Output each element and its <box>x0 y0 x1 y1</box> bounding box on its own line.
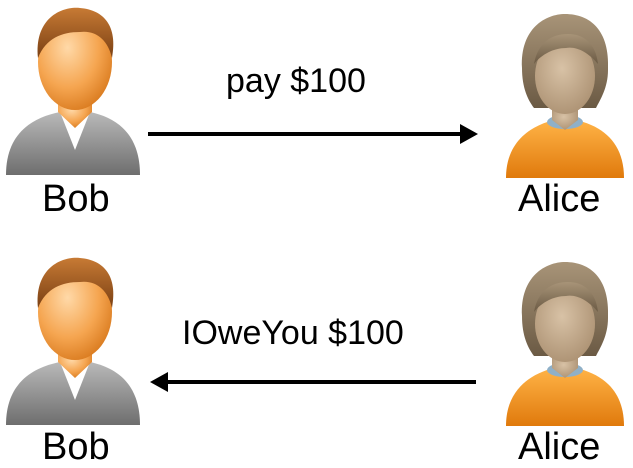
alice-avatar-top <box>492 8 633 180</box>
bob-label-top: Bob <box>42 178 110 220</box>
female-user-icon <box>506 14 624 178</box>
arrow-left <box>150 372 476 392</box>
male-user-icon <box>6 257 140 425</box>
message-label-top: pay $100 <box>226 62 366 100</box>
female-user-icon <box>506 262 624 426</box>
message-label-bottom: IOweYou $100 <box>182 314 404 352</box>
bob-avatar-top <box>0 0 150 180</box>
bob-avatar-bottom <box>0 250 150 430</box>
bob-label-bottom: Bob <box>42 426 110 468</box>
alice-label-top: Alice <box>518 178 601 220</box>
arrow-right <box>148 124 478 144</box>
alice-avatar-bottom <box>492 256 633 428</box>
alice-label-bottom: Alice <box>518 426 601 468</box>
male-user-icon <box>6 7 140 175</box>
